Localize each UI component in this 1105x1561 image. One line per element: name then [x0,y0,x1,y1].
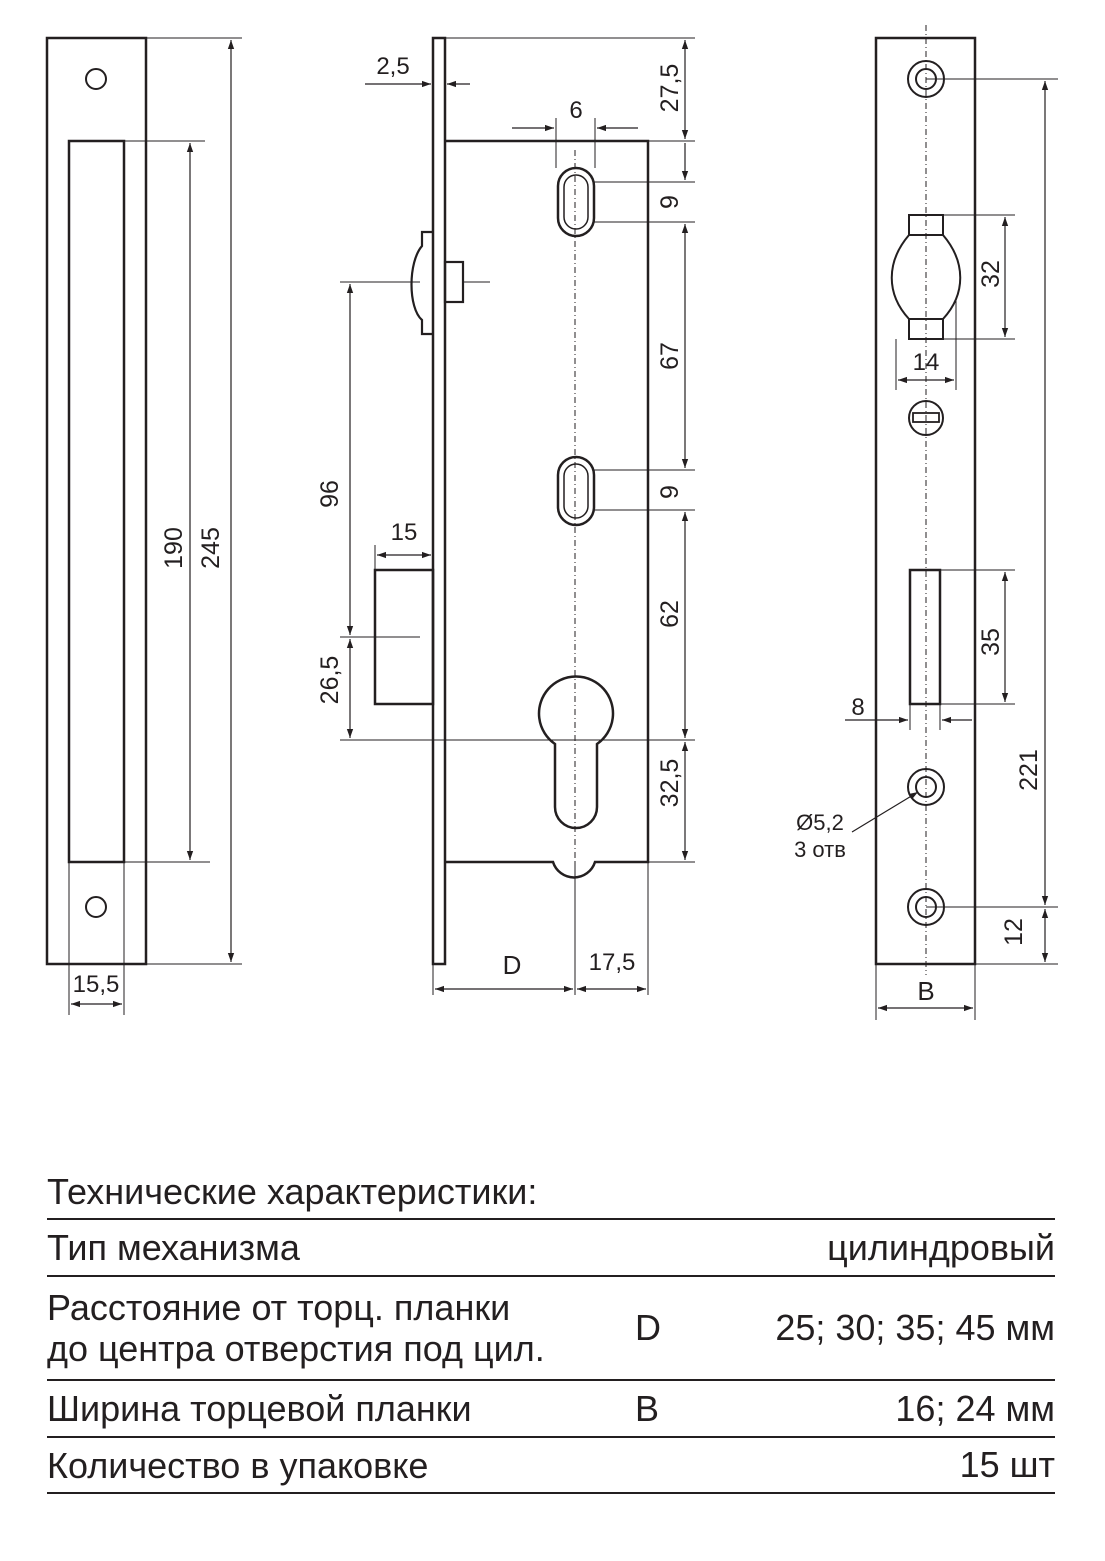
cylinder-cutout [537,675,615,830]
dim-190: 190 [160,527,188,569]
spec-symbol: B [635,1387,660,1429]
dim-96: 96 [316,480,344,508]
strike-plate-slot [67,139,126,864]
specifications-table: Технические характеристики: Тип механизм… [47,1170,1055,1494]
spec-row-mechanism: Тип механизма цилиндровый [47,1220,1055,1277]
faceplate-outline [874,36,977,966]
strike-screw-hole-bottom [85,896,107,918]
faceplate-side [431,36,447,966]
dim-221: 221 [1015,749,1043,791]
dim-9a: 9 [656,195,684,209]
dim-2-5: 2,5 [376,53,409,80]
lock-technical-drawing: 190 245 15,5 [45,25,1058,1020]
spec-value: 25; 30; 35; 45 мм [775,1307,1055,1348]
spec-label-line-2: до центра отверстия под цил. [47,1328,545,1369]
case-slot-lower [556,455,596,527]
deadbolt-opening [908,568,942,706]
faceplate-view [845,25,1058,1020]
lock-body-view [340,36,695,995]
hole-count-note: 3 отв [794,837,846,862]
dim-26-5: 26,5 [316,656,344,705]
spec-row-package-quantity: Количество в упаковке 15 шт [47,1438,1055,1494]
dim-17-5: 17,5 [589,949,636,976]
strike-screw-hole-top [85,68,107,90]
specs-title: Технические характеристики: [47,1170,1055,1220]
dim-15-5: 15,5 [73,971,120,998]
dim-27-5: 27,5 [656,64,684,113]
case-slot-lower-inner [563,463,589,519]
spec-label: Количество в упаковке [47,1444,429,1486]
spec-value: цилиндровый [827,1226,1055,1268]
spec-label-line-1: Расстояние от торц. планки [47,1287,511,1328]
spec-label: Расстояние от торц. планки до центра отв… [47,1287,635,1369]
spec-symbol: D [635,1307,661,1348]
strike-plate-outline [45,36,148,966]
selector-screw [908,400,944,436]
spec-value: 15 шт [959,1444,1055,1485]
hole-leader [851,791,919,833]
spec-label: Ширина торцевой планки [47,1388,472,1429]
case-slot-upper [556,166,596,238]
dim-D: D [503,950,522,980]
dim-62: 62 [656,600,684,628]
dim-12: 12 [1000,918,1028,946]
strike-plate-view [45,36,242,1015]
dim-9b: 9 [656,485,684,499]
spec-row-backset: Расстояние от торц. планки до центра отв… [47,1277,1055,1381]
dim-245: 245 [197,527,225,569]
dim-B: B [917,976,934,1006]
dim-8: 8 [851,694,864,721]
latch-bolt [410,230,433,336]
dim-6: 6 [569,97,582,124]
dim-32: 32 [977,260,1005,288]
dim-35: 35 [977,628,1005,656]
spec-label: Тип механизма [47,1227,300,1268]
spec-row-faceplate-width: Ширина торцевой планки B 16; 24 мм [47,1381,1055,1438]
latch-opening-bottom [908,318,944,340]
dim-14: 14 [913,349,940,376]
case-slot-upper-inner [563,174,589,230]
hole-diameter-note: Ø5,2 [796,810,844,835]
spec-value: 16; 24 мм [895,1387,1055,1429]
lock-case-outline [445,139,650,879]
dim-67: 67 [656,342,684,370]
dim-15: 15 [391,519,418,546]
latch-stem [443,260,465,304]
faceplate-screw-hole-middle [907,768,945,806]
dim-32-5: 32,5 [656,759,684,808]
